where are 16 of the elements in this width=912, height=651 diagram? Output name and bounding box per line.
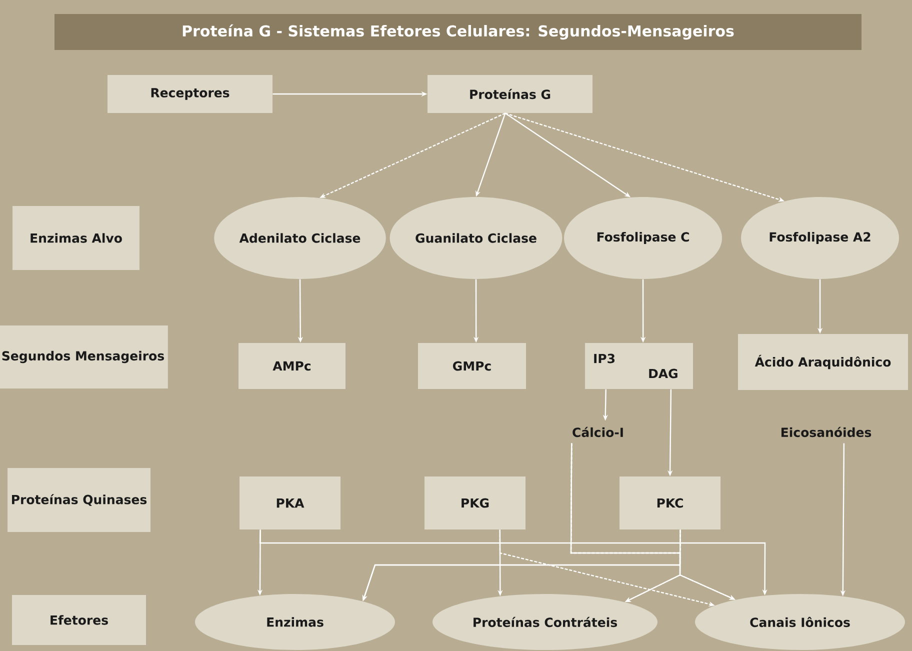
kinase-box: PKA (240, 476, 340, 530)
process-box: Receptores (108, 75, 272, 113)
messenger-box: GMPc (418, 343, 526, 389)
row-label-box: Enzimas Alvo (12, 206, 140, 270)
product-text: Eicosanóides (782, 426, 872, 438)
title-band: Proteína G - Sistemas Efetores Celulares: Segundos-Mensageiros (54, 14, 862, 50)
kinase-box: PKG (424, 476, 526, 530)
kinase-box: PKC (620, 476, 720, 530)
messenger-box: IP3 DAG (585, 343, 693, 389)
messenger-text: Cálcio-I (572, 426, 623, 438)
row-label-box: Proteínas Quinases (8, 468, 150, 532)
row-label-box: Efetores (12, 595, 146, 645)
messenger-box: AMPc (238, 343, 346, 389)
process-box: Proteínas G (428, 75, 592, 113)
row-label-box: Segundos Mensageiros (0, 326, 168, 388)
messenger-box: Ácido Araquidônico (738, 334, 908, 390)
